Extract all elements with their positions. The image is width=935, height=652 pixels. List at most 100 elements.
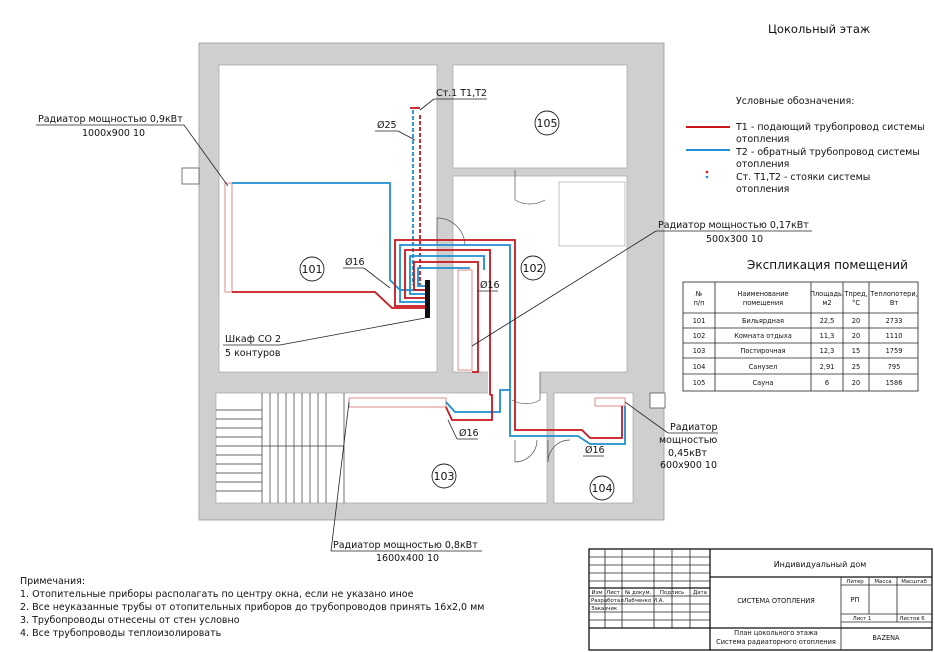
legend-t1-l1: Т1 - подающий трубопровод системы [735,122,925,133]
table-row-5-loss: 1586 [886,379,903,387]
col-loss-l1: Теплопотери, [869,290,917,298]
annotations: Радиатор мощностью 0,9кВт 1000х900 10 Ст… [36,88,812,564]
table-row-1-loss: 2733 [886,317,903,325]
table-row-2-num: 102 [693,332,706,340]
radiator-104 [594,397,626,407]
sheet-title: Цокольный этаж [768,22,870,36]
room-101-num: 101 [302,263,323,276]
stamp-zakazchik: Заказчик [591,606,618,612]
table-row-2-name: Комната отдыха [734,332,792,340]
legend-st-l2: отопления [736,184,789,195]
room-103-area [215,392,548,504]
table-row-3-area: 12,3 [820,347,835,355]
table-row-3-loss: 1759 [886,347,903,355]
col-num-l1: № [695,290,703,298]
room-104-num: 104 [592,482,613,495]
stamp-list: Лист 1 [853,616,872,622]
table-row-3-name: Постирочная [740,347,785,355]
rad1-title: Радиатор мощностью 0,9кВт [38,114,183,125]
d16-104-label: Ø16 [585,445,605,456]
radiator-101 [224,182,233,293]
table-row-1-area: 22,5 [820,317,835,325]
cabinet-label-2: 5 контуров [225,348,281,359]
pipes [232,107,626,445]
note-4: 4. Все трубопроводы теплоизолировать [20,628,222,639]
table-row-4-num: 104 [693,363,706,371]
riser-label: Ст.1 Т1,Т2 [436,88,487,99]
rad3-title: Радиатор мощностью 0,8кВт [333,540,478,551]
stamp-listov: Листов 6 [899,616,925,622]
legend-t2-l1: Т2 - обратный трубопровод системы [735,147,920,158]
d16-cabinet-label: Ø16 [345,257,365,268]
note-3: 3. Трубопроводы отнесены от стен условно [20,615,240,626]
manifold-cabinet [425,280,430,318]
table-row-5-num: 105 [693,379,706,387]
table-row-1-temp: 20 [852,317,860,325]
legend-st-l1: Ст. Т1,Т2 - стояки системы [736,172,870,183]
rad2-title: Радиатор мощностью 0,17кВт [658,220,809,231]
table-row-2-area: 11,3 [820,332,835,340]
cabinet-label-1: Шкаф СО 2 [225,334,281,345]
stamp-company: BAZENA [872,634,900,642]
legend-riser-supply-dot [705,170,709,174]
note-1: 1. Отопительные приборы располагать по ц… [20,589,414,600]
col-name-l1: Наименование [737,290,788,298]
stamp-h-data: Дата [693,590,707,596]
room-103-num: 103 [434,470,455,483]
room-101-area [218,64,438,373]
stamp-h-liter: Литер [846,579,864,585]
stamp-razrab: Разработал [591,598,624,604]
stamp-razrab-name: Лабченко И.А. [624,598,664,604]
col-area-l2: м2 [822,299,831,307]
stamp-h-ndok: № докум. [625,590,652,596]
explication-title: Экспликация помещений [747,258,908,272]
table-row-3-temp: 15 [852,347,860,355]
rad4-line1: Радиатор [670,422,718,433]
table-row-5-temp: 20 [852,379,860,387]
notes: Примечания: 1. Отопительные приборы расп… [20,576,484,639]
radiator-103 [348,397,447,408]
d25-label: Ø25 [377,120,397,131]
rad4-line3: 0,45кВт [668,448,707,459]
legend-riser-return-dot [705,175,709,179]
table-row-5-name: Сауна [753,379,774,387]
title-block: Изм Лист № докум. Подпись Дата Разработа… [588,548,933,651]
stamp-h-list: Лист [606,590,620,596]
col-num-l2: п/п [694,299,705,307]
radiator-102 [457,269,473,371]
stamp-system: СИСТЕМА ОТОПЛЕНИЯ [737,597,815,605]
col-loss-l2: Вт [890,299,899,307]
rad4-line4: 600х900 10 [660,460,717,471]
legend-heading: Условные обозначения: [736,96,854,107]
stamp-h-podp: Подпись [660,590,684,596]
stamp-h-massa: Масса [874,579,891,585]
col-area-l1: Площадь, [810,290,844,298]
room-102-niche [558,181,626,247]
staircase [216,393,345,503]
rad1-size: 1000х900 10 [82,128,145,139]
col-temp-l2: °С [852,299,860,307]
legend-t1-l2: отопления [736,134,789,145]
d16-103-label: Ø16 [459,428,479,439]
explication-table: Экспликация помещений № п/п Наименование… [682,258,919,392]
rad2-size: 500х300 10 [706,234,763,245]
notes-heading: Примечания: [20,576,85,587]
stamp-sheet-title-l1: План цокольного этажа [734,629,818,637]
room-102-num: 102 [523,262,544,275]
note-2: 2. Все неуказанные трубы от отопительных… [20,602,484,613]
legend: Условные обозначения: Т1 - подающий труб… [686,96,925,195]
table-row-3-num: 103 [693,347,706,355]
col-name-l2: помещения [743,299,783,307]
table-row-4-loss: 795 [888,363,901,371]
table-row-1-name: Бильярдная [742,317,784,325]
table-row-2-loss: 1110 [886,332,903,340]
stamp-liter: РП [851,596,860,604]
d16-102-label: Ø16 [480,280,500,291]
corridor-opening [488,370,540,394]
table-row-5-area: 6 [825,379,829,387]
stamp-project: Индивидуальный дом [774,560,867,569]
table-row-4-name: Санузел [749,363,778,371]
table-row-4-area: 2,91 [820,363,835,371]
vent-right [649,392,666,409]
